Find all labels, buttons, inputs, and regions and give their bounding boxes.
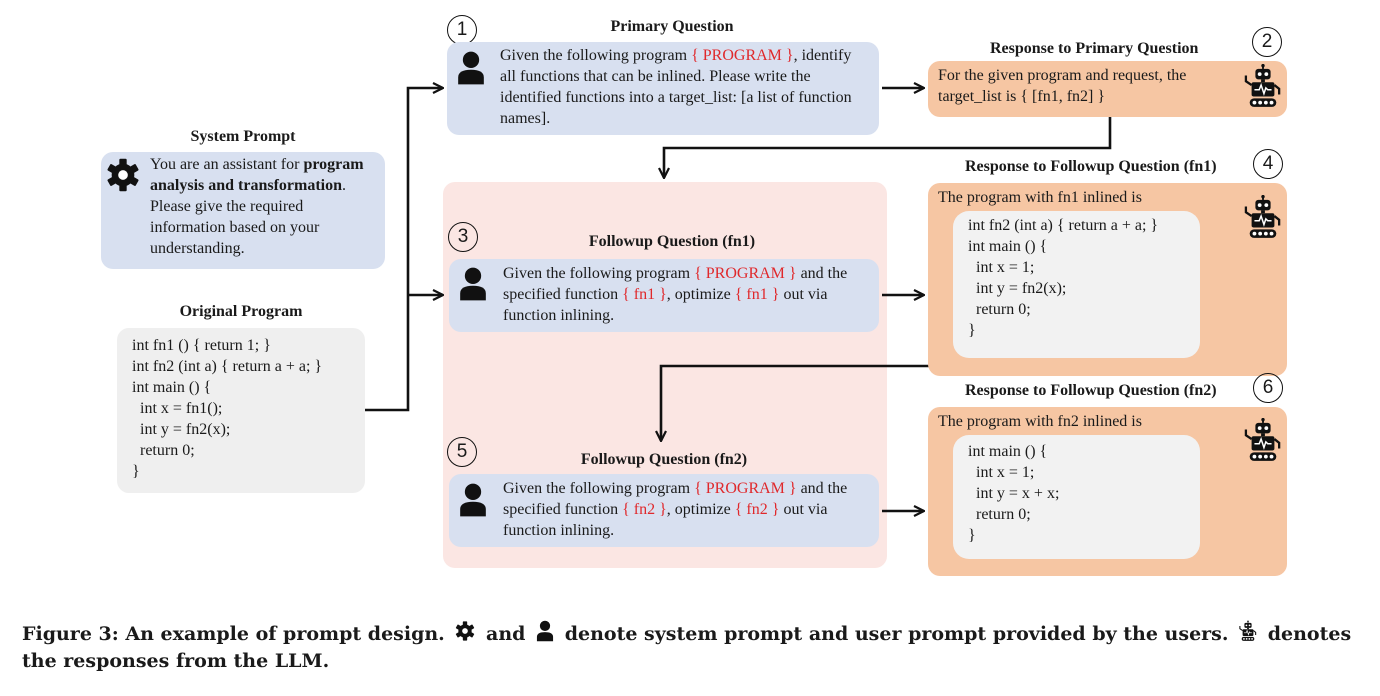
- arrow-program-to-primary: [365, 88, 443, 412]
- followup-fn1-box: Given the following program { PROGRAM } …: [449, 259, 879, 332]
- text-part: Given the following program: [500, 47, 692, 64]
- response-fn1-title: Response to Followup Question (fn1): [965, 158, 1217, 175]
- system-prompt-title: System Prompt: [190, 128, 296, 145]
- response-fn1-intro: The program with fn1 inlined is: [938, 189, 1142, 206]
- original-program-title: Original Program: [179, 303, 303, 320]
- caption-text: and: [486, 623, 526, 645]
- text-part: , optimize: [666, 286, 735, 303]
- connector-arrows: [365, 0, 1112, 600]
- response-fn2-intro: The program with fn2 inlined is: [938, 413, 1142, 430]
- primary-response-box: For the given program and request, the t…: [928, 61, 1287, 117]
- system-prompt-text: You are an assistant for program analysi…: [150, 154, 378, 259]
- caption-text: Figure 3: An example of prompt design.: [22, 623, 445, 645]
- text-part: out via function inlining.: [503, 501, 828, 539]
- response-fn2-code: int main () { int x = 1; int y = x + x; …: [968, 443, 1060, 544]
- function-placeholder: { fn2 }: [734, 501, 780, 518]
- robot-icon: [1239, 620, 1257, 642]
- gear-icon: [106, 158, 140, 192]
- followup-fn1-text: Given the following program { PROGRAM } …: [503, 263, 873, 326]
- primary-response-text: For the given program and request, the t…: [938, 67, 1187, 105]
- primary-response-title: Response to Primary Question: [990, 40, 1199, 57]
- function-placeholder: { fn1 }: [622, 286, 667, 303]
- person-icon: [459, 482, 487, 518]
- text-part: , optimize: [666, 501, 735, 518]
- primary-question-text: Given the following program { PROGRAM },…: [500, 45, 868, 129]
- robot-icon: [1244, 195, 1282, 239]
- text-part: out via function inlining.: [503, 286, 828, 324]
- person-icon: [459, 266, 487, 302]
- person-icon: [457, 50, 485, 86]
- primary-question-title: Primary Question: [610, 18, 734, 35]
- followup-fn1-title: Followup Question (fn1): [588, 233, 756, 250]
- response-fn1-code-box: int fn2 (int a) { return a + a; } int ma…: [953, 211, 1200, 358]
- response-fn2-title: Response to Followup Question (fn2): [965, 382, 1217, 399]
- followup-fn2-text: Given the following program { PROGRAM } …: [503, 478, 873, 541]
- text-part: and the specified function: [503, 265, 848, 303]
- program-placeholder: { PROGRAM }: [694, 265, 797, 282]
- step-number-5: 5: [447, 437, 477, 467]
- response-fn2-code-box: int main () { int x = 1; int y = x + x; …: [953, 435, 1200, 559]
- original-program-box: int fn1 () { return 1; } int fn2 (int a)…: [117, 328, 365, 493]
- system-prompt-bold: program analysis and transformation: [150, 156, 364, 194]
- text-part: Given the following program: [503, 480, 695, 497]
- function-placeholder: { fn2 }: [622, 501, 667, 518]
- figure-caption: Figure 3: An example of prompt design. a…: [22, 620, 1367, 675]
- text-part: , identify all functions that can be inl…: [500, 47, 852, 127]
- system-prompt-box: You are an assistant for program analysi…: [101, 152, 385, 269]
- primary-question-box: Given the following program { PROGRAM },…: [447, 42, 879, 135]
- caption-text: denotes the responses from the LLM.: [22, 623, 1352, 672]
- caption-text: denote system prompt and user prompt pro…: [564, 623, 1229, 645]
- step-number-1: 1: [447, 15, 477, 45]
- robot-icon: [1244, 418, 1282, 462]
- program-placeholder: { PROGRAM }: [694, 480, 797, 497]
- text-part: Given the following program: [503, 265, 695, 282]
- system-prompt-text-part: You are an assistant for: [150, 156, 304, 173]
- function-placeholder: { fn1 }: [734, 286, 780, 303]
- step-number-2: 2: [1252, 27, 1282, 57]
- step-number-6: 6: [1253, 373, 1283, 403]
- system-prompt-text-part: . Please give the required information b…: [150, 177, 347, 257]
- original-program-code: int fn1 () { return 1; } int fn2 (int a)…: [132, 337, 323, 480]
- person-icon: [536, 620, 554, 642]
- followup-fn2-title: Followup Question (fn2): [580, 451, 748, 468]
- response-fn1-code: int fn2 (int a) { return a + a; } int ma…: [968, 217, 1159, 339]
- followup-fn2-box: Given the following program { PROGRAM } …: [449, 474, 879, 547]
- step-number-4: 4: [1253, 149, 1283, 179]
- gear-icon: [455, 621, 475, 641]
- program-placeholder: { PROGRAM }: [691, 47, 794, 64]
- response-fn2-box: The program with fn2 inlined is int main…: [928, 407, 1287, 576]
- robot-icon: [1244, 64, 1282, 108]
- step-number-3: 3: [448, 222, 478, 252]
- text-part: and the specified function: [503, 480, 848, 518]
- arrow-response-to-followup: [664, 117, 1112, 178]
- response-fn1-box: The program with fn1 inlined is int fn2 …: [928, 183, 1287, 376]
